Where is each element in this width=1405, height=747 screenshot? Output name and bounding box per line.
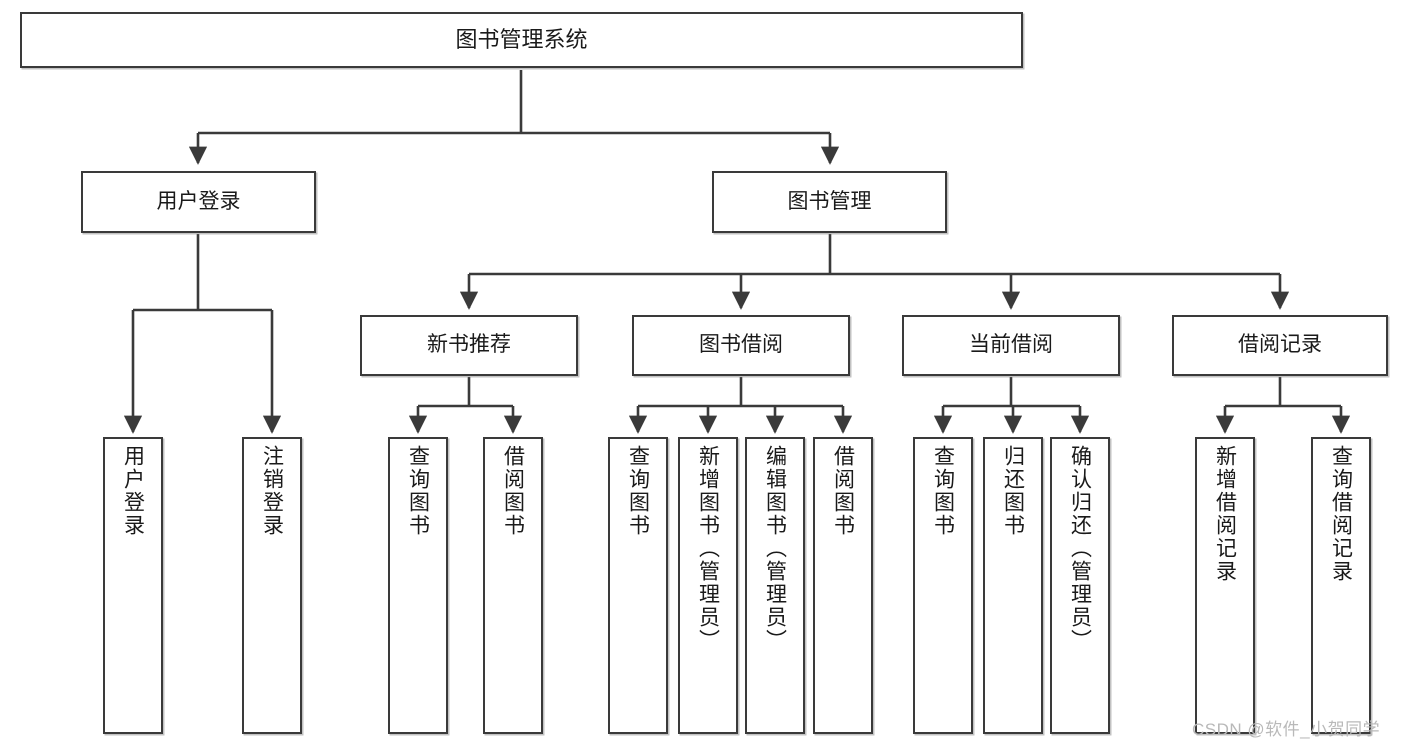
node-leaf-logout[interactable]: 注销登录 — [242, 437, 302, 734]
node-current-borrow-label: 当前借阅 — [969, 333, 1053, 357]
node-book-manage[interactable]: 图书管理 — [712, 171, 947, 233]
node-book-manage-label: 图书管理 — [787, 189, 872, 213]
node-leaf-borrow-book-1-label: 借阅图书 — [501, 445, 525, 537]
watermark-csdn: CSDN @软件_小贺同学 — [1192, 720, 1381, 739]
node-leaf-query-record-label: 查询借阅记录 — [1329, 445, 1353, 583]
node-leaf-user-login-label: 用户登录 — [121, 445, 145, 537]
node-current-borrow[interactable]: 当前借阅 — [902, 315, 1120, 376]
node-leaf-borrow-book-2[interactable]: 借阅图书 — [813, 437, 873, 734]
node-leaf-query-record[interactable]: 查询借阅记录 — [1311, 437, 1371, 734]
node-book-borrow-label: 图书借阅 — [699, 333, 783, 357]
node-leaf-confirm-return[interactable]: 确认归还（管理员） — [1050, 437, 1110, 734]
node-root-label: 图书管理系统 — [455, 27, 588, 53]
node-leaf-borrow-book-2-label: 借阅图书 — [831, 445, 855, 537]
node-leaf-query-book-2[interactable]: 查询图书 — [608, 437, 668, 734]
node-leaf-add-book-label: 新增图书（管理员） — [696, 445, 720, 652]
node-leaf-user-login[interactable]: 用户登录 — [103, 437, 163, 734]
node-leaf-query-book-2-label: 查询图书 — [626, 445, 650, 537]
node-book-borrow[interactable]: 图书借阅 — [632, 315, 850, 376]
node-leaf-return-book-label: 归还图书 — [1001, 445, 1025, 537]
node-borrow-record[interactable]: 借阅记录 — [1172, 315, 1388, 376]
node-leaf-query-book-1[interactable]: 查询图书 — [388, 437, 448, 734]
node-user-login[interactable]: 用户登录 — [81, 171, 316, 233]
node-leaf-confirm-return-label: 确认归还（管理员） — [1068, 445, 1092, 652]
node-leaf-query-book-1-label: 查询图书 — [406, 445, 430, 537]
node-leaf-edit-book[interactable]: 编辑图书（管理员） — [745, 437, 805, 734]
node-leaf-edit-book-label: 编辑图书（管理员） — [763, 445, 787, 652]
node-user-login-label: 用户登录 — [156, 189, 241, 213]
node-leaf-query-book-3[interactable]: 查询图书 — [913, 437, 973, 734]
node-leaf-add-record-label: 新增借阅记录 — [1213, 445, 1237, 583]
node-leaf-add-record[interactable]: 新增借阅记录 — [1195, 437, 1255, 734]
node-leaf-return-book[interactable]: 归还图书 — [983, 437, 1043, 734]
node-leaf-add-book[interactable]: 新增图书（管理员） — [678, 437, 738, 734]
node-leaf-query-book-3-label: 查询图书 — [931, 445, 955, 537]
node-leaf-borrow-book-1[interactable]: 借阅图书 — [483, 437, 543, 734]
node-root[interactable]: 图书管理系统 — [20, 12, 1023, 68]
node-leaf-logout-label: 注销登录 — [260, 445, 284, 537]
node-new-book-recommend-label: 新书推荐 — [427, 333, 511, 357]
node-new-book-recommend[interactable]: 新书推荐 — [360, 315, 578, 376]
node-borrow-record-label: 借阅记录 — [1238, 333, 1322, 357]
